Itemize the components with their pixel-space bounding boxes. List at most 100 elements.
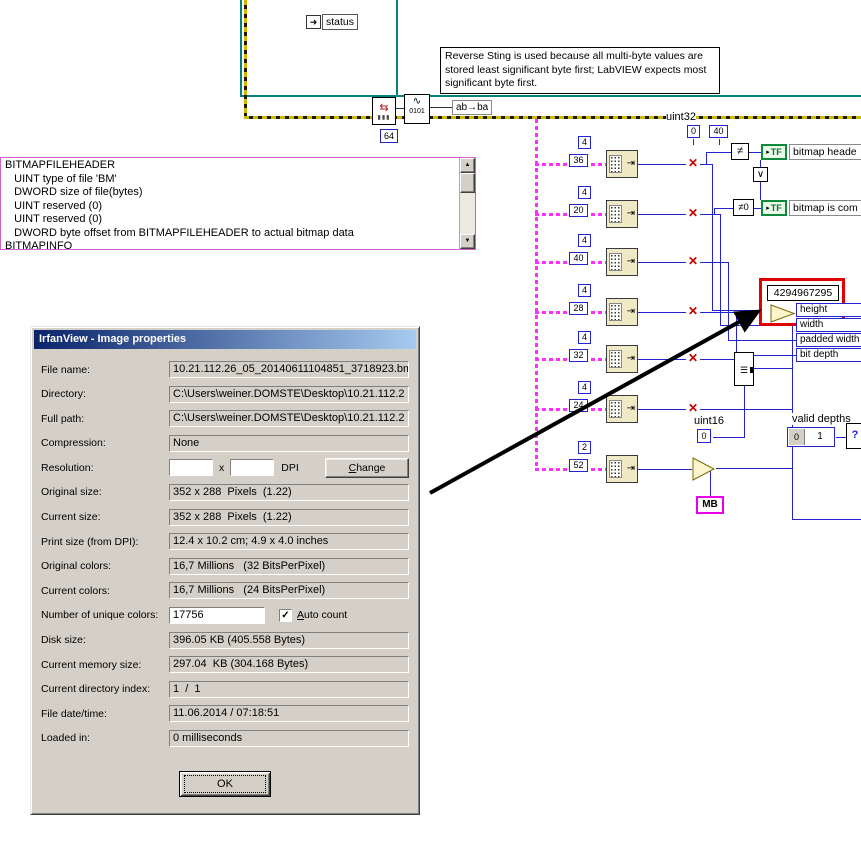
dots-pattern (609, 303, 622, 321)
wire-numeric (638, 359, 686, 360)
change-button[interactable]: Change (325, 457, 409, 478)
reverse-string-icon[interactable]: ⇆ ▮▮▮ (372, 97, 396, 125)
original-colors-label: Original colors: (41, 560, 112, 573)
join-numbers-node[interactable]: ✕ (687, 156, 699, 170)
string-subset-node[interactable]: ⇥ (606, 395, 638, 423)
string-subset-node[interactable]: ⇥ (606, 455, 638, 483)
wire-boolean (760, 182, 761, 200)
length-constant[interactable]: 4 (578, 284, 591, 297)
status-label[interactable]: status (322, 14, 359, 30)
offset-constant[interactable]: 20 (569, 204, 588, 217)
subset-arrow-icon: ⇥ (626, 463, 635, 474)
valid-depths-label[interactable]: valid depths (792, 413, 851, 425)
length-constant[interactable]: 2 (578, 441, 591, 454)
wire-cluster (535, 119, 538, 470)
wire-structure (792, 519, 861, 520)
comparison-triangle-node[interactable] (692, 457, 716, 481)
mb-constant[interactable]: MB (696, 496, 724, 514)
subset-arrow-icon: ⇥ (626, 208, 635, 219)
bitmap-header-indicator-label[interactable]: bitmap heade (789, 144, 861, 160)
offset-constant[interactable]: 24 (569, 399, 588, 412)
string-subset-node[interactable]: ⇥ (606, 248, 638, 276)
select-node[interactable]: ☰ (734, 352, 754, 386)
array-index-box[interactable]: 0 (789, 429, 805, 445)
doc-scrollbar[interactable]: ▲ ▼ (459, 158, 475, 249)
join-numbers-node[interactable]: ✕ (687, 254, 699, 268)
uint32-label[interactable]: uint32 (666, 111, 696, 123)
property-row: Current size: 352 x 288 Pixels (1.22) (41, 508, 411, 526)
length-constant[interactable]: 4 (578, 136, 591, 149)
auto-count-mnemonic: A (297, 609, 305, 622)
string-subset-node[interactable]: ⇥ (606, 298, 638, 326)
join-numbers-node[interactable]: ✕ (687, 206, 699, 220)
offset-constant[interactable]: 36 (569, 154, 588, 167)
diagram-comment[interactable]: Reverse Sting is used because all multi-… (440, 47, 720, 94)
search-array-icon[interactable]: ? (846, 423, 861, 449)
offset-constant[interactable]: 28 (569, 302, 588, 315)
uint32-constant-40[interactable]: 40 (709, 125, 728, 138)
uint32-constant-0[interactable]: 0 (687, 125, 700, 138)
bitmap-header-doc-box[interactable]: BITMAPFILEHEADER UINT type of file 'BM' … (0, 157, 476, 250)
scroll-thumb[interactable] (460, 173, 475, 193)
not-equal-zero-node[interactable]: ≠0 (733, 199, 754, 216)
string-subset-node[interactable]: ⇥ (606, 200, 638, 228)
not-equal-node[interactable]: ≠ (731, 143, 749, 160)
field-value: 11.06.2014 / 07:18:51 (173, 707, 280, 720)
wire-error-cluster (244, 116, 861, 119)
scroll-up-button[interactable]: ▲ (460, 158, 475, 173)
wire-numeric (714, 208, 733, 209)
offset-constant[interactable]: 32 (569, 349, 588, 362)
reverse-string-label[interactable]: ab→ba (452, 100, 493, 115)
uint16-constant-0[interactable]: 0 (697, 429, 711, 443)
join-numbers-node[interactable]: ✕ (687, 351, 699, 365)
join-numbers-node[interactable]: ✕ (687, 401, 699, 415)
scroll-down-button[interactable]: ▼ (460, 234, 475, 249)
valid-depths-array[interactable]: 0 1 (787, 427, 835, 447)
uint16-label[interactable]: uint16 (694, 415, 724, 427)
dots-pattern (609, 253, 622, 271)
print-size-label: Print size (from DPI): (41, 535, 139, 548)
auto-count-label[interactable]: Auto count (297, 609, 347, 621)
auto-count-checkbox[interactable]: ✓ (279, 608, 292, 622)
wire-numeric (638, 214, 686, 215)
full-path-field: C:\Users\weiner.DOMSTE\Desktop\10.21.112… (169, 410, 409, 428)
height-indicator-label[interactable]: height (796, 303, 861, 317)
field-value: 352 x 288 Pixels (1.22) (173, 485, 292, 498)
wire-boolean (760, 160, 761, 168)
dialog-titlebar[interactable]: IrfanView - Image properties (34, 330, 416, 349)
unique-colors-input[interactable] (169, 606, 265, 624)
string-subset-node[interactable]: ⇥ (606, 345, 638, 373)
array-element-box[interactable]: 1 (817, 431, 823, 442)
length-constant[interactable]: 4 (578, 186, 591, 199)
subset-arrow-icon: ⇥ (626, 403, 635, 414)
offset-constant[interactable]: 40 (569, 252, 588, 265)
file-datetime-field: 11.06.2014 / 07:18:51 (169, 705, 409, 723)
wire-numeric (720, 214, 721, 326)
resolution-y-input[interactable] (230, 459, 275, 477)
length-constant[interactable]: 4 (578, 381, 591, 394)
wire-numeric (700, 164, 712, 165)
resolution-x-input[interactable] (169, 459, 213, 477)
boolean-indicator-terminal[interactable]: ▸ TF (761, 144, 787, 160)
offset-constant[interactable]: 52 (569, 459, 588, 472)
width-indicator-label[interactable]: width (796, 318, 861, 332)
bitmap-compressed-indicator-label[interactable]: bitmap is com (789, 200, 861, 216)
resolution-area: x DPI Change (169, 457, 409, 478)
change-mnemonic: C (348, 461, 357, 474)
ok-button[interactable]: OK (179, 771, 271, 797)
length-constant[interactable]: 4 (578, 234, 591, 247)
join-numbers-node[interactable]: ✕ (687, 304, 699, 318)
string-subset-node[interactable]: ⇥ (606, 150, 638, 178)
reverse-glyph-icon: ⇆ (379, 102, 389, 114)
typecast-icon[interactable]: ∿ 0101 (404, 94, 430, 124)
file-size-value-indicator[interactable]: 4294967295 (767, 285, 839, 301)
status-terminal-arrow-icon[interactable]: ➜ (306, 15, 321, 29)
original-size-label: Original size: (41, 486, 102, 499)
subset-arrow-icon: ⇥ (626, 158, 635, 169)
padded-width-indicator-label[interactable]: padded width (796, 333, 861, 347)
length-constant[interactable]: 4 (578, 331, 591, 344)
boolean-indicator-terminal[interactable]: ▸ TF (761, 200, 787, 216)
or-node[interactable]: ∨ (753, 167, 768, 182)
numeric-constant-64[interactable]: 64 (380, 129, 398, 143)
bit-depth-indicator-label[interactable]: bit depth (796, 348, 861, 362)
